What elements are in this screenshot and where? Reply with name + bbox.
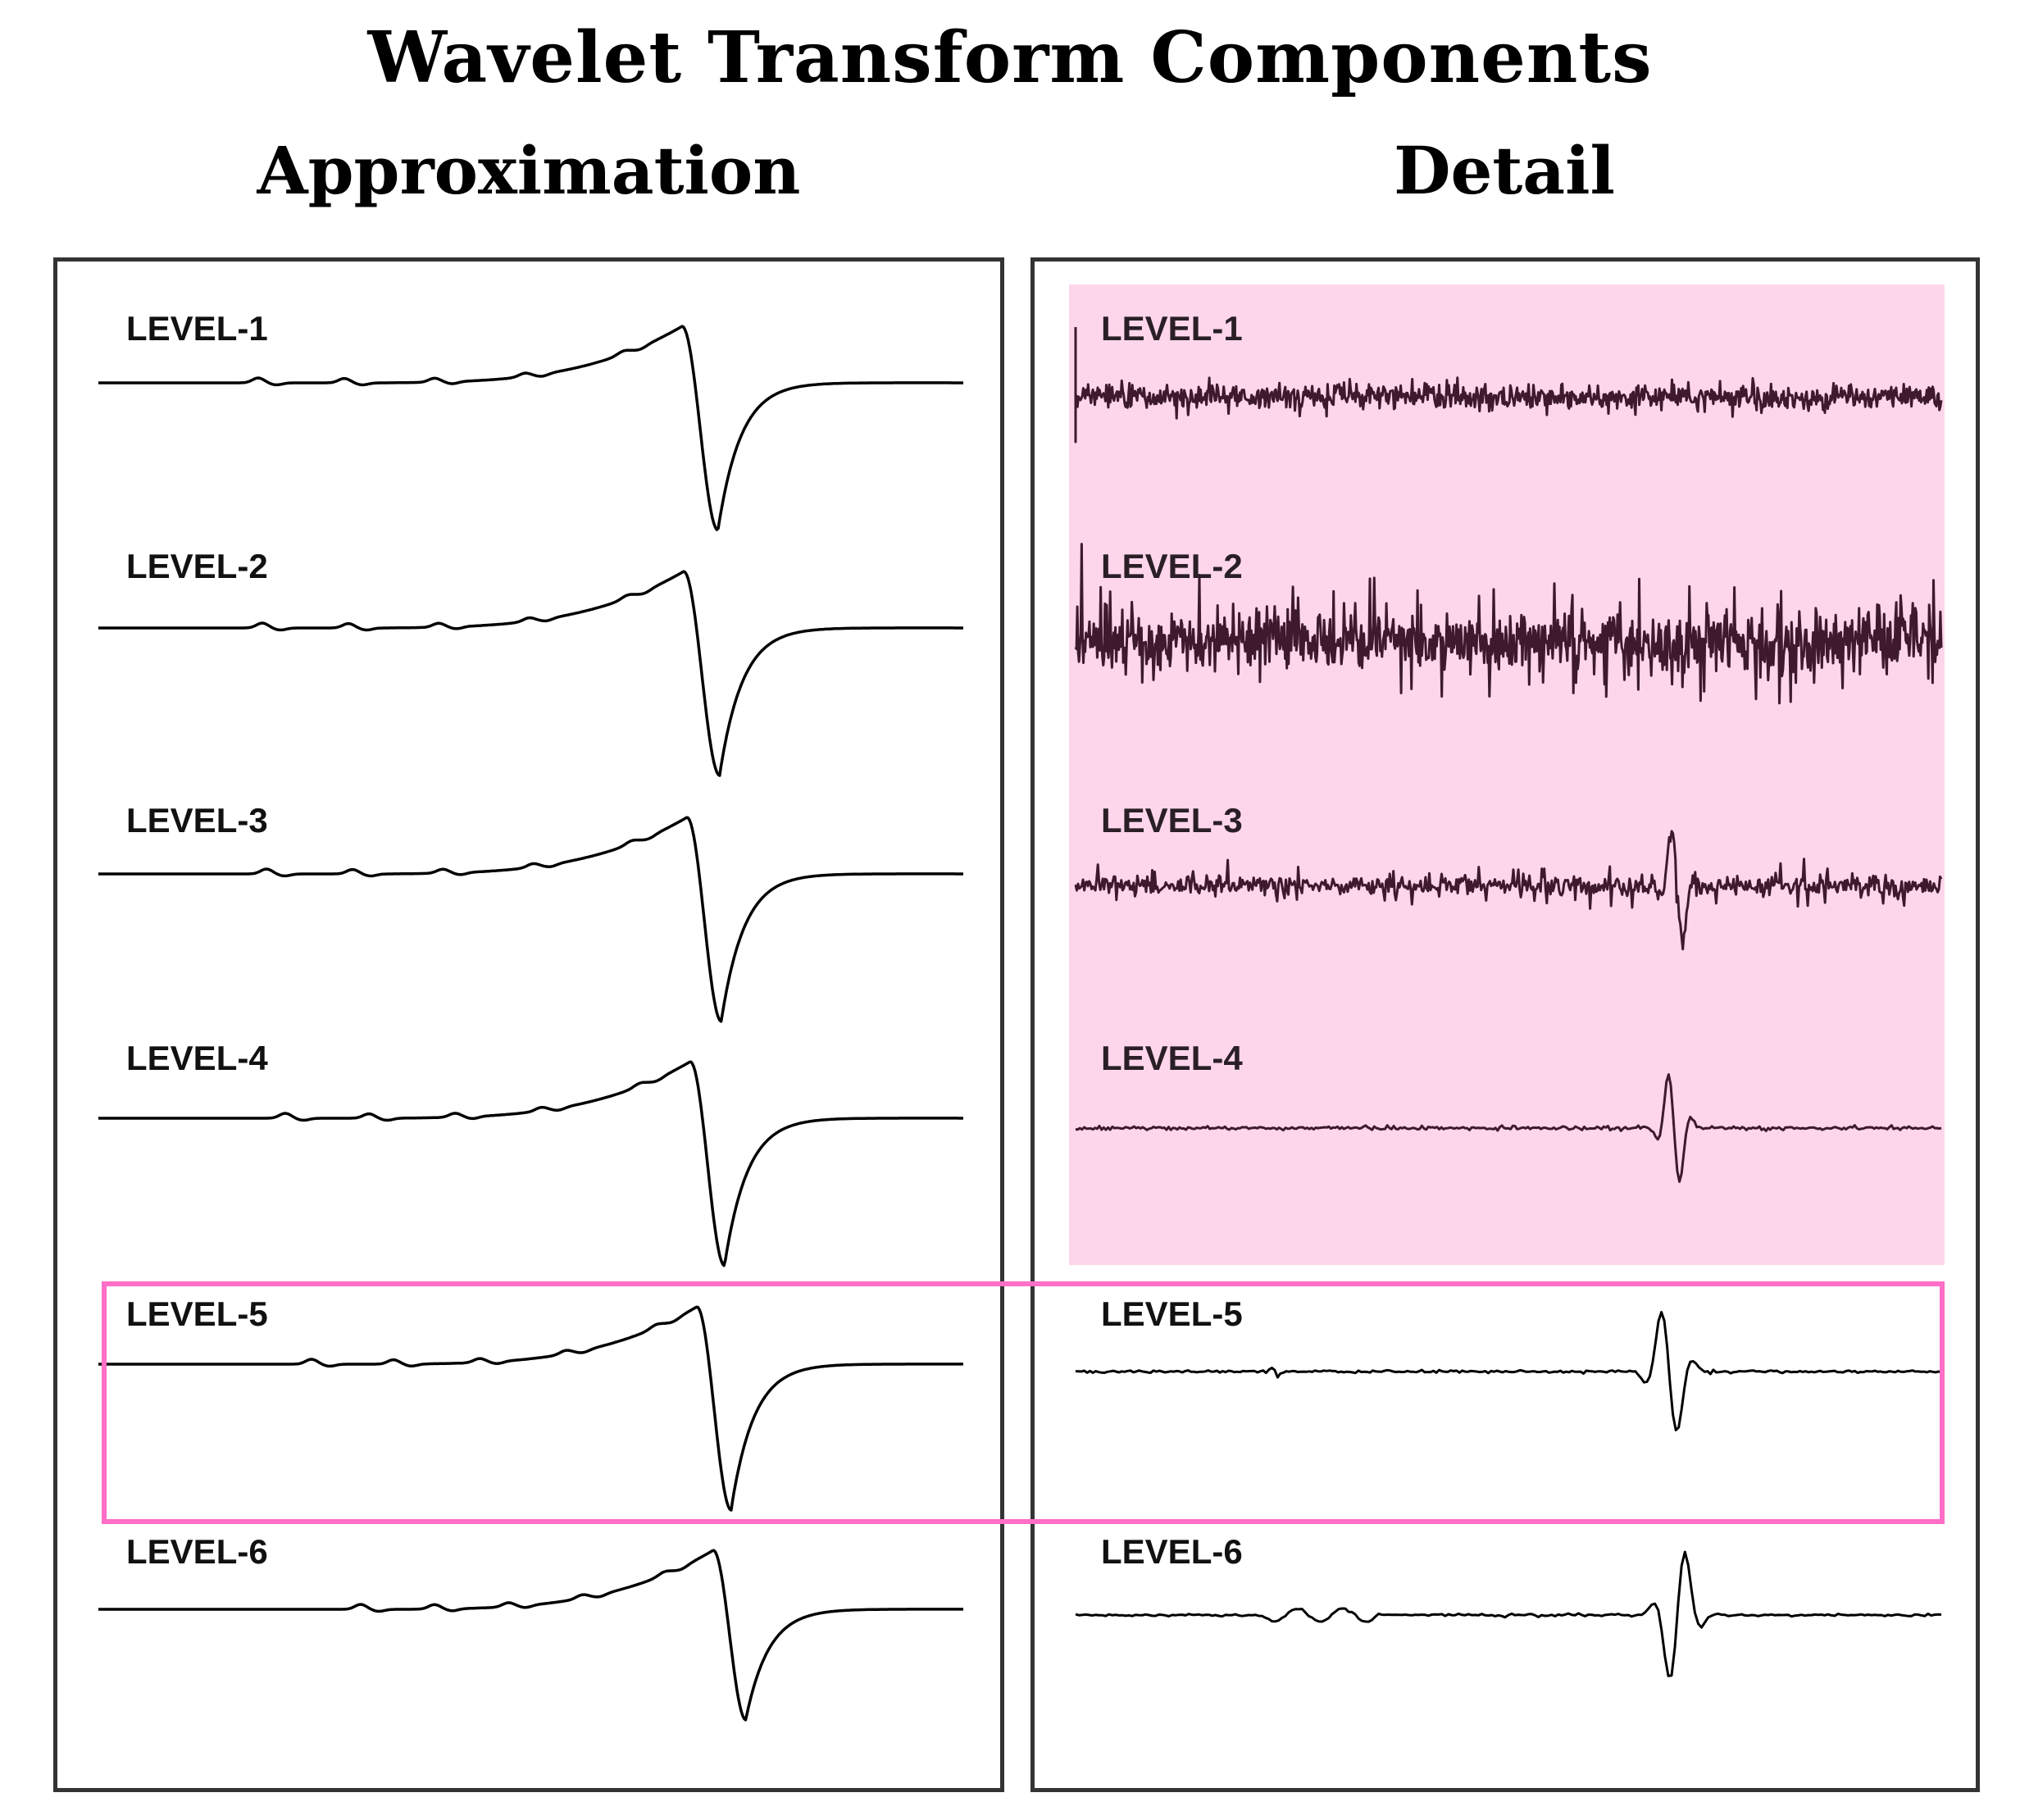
detail-column-heading: Detail [1394,132,1615,209]
approximation-column-heading: Approximation [257,132,801,209]
detail-level-6-trace [1075,1550,1942,1677]
detail-level-1-label: LEVEL-1 [1101,309,1243,348]
detail-level-2-trace [1074,543,1943,705]
approx-level-4-label: LEVEL-4 [126,1039,268,1077]
level-5-highlight-box [102,1281,1945,1524]
approx-level-2-trace [98,570,963,777]
detail-level-3-label: LEVEL-3 [1101,801,1243,839]
approx-level-3-trace [98,816,963,1023]
detail-level-6-label: LEVEL-6 [1101,1532,1243,1571]
detail-level-1-trace [1074,327,1943,444]
detail-level-5-label: LEVEL-5 [1101,1294,1243,1333]
detail-level-2-label: LEVEL-2 [1101,547,1243,585]
detail-panel [1030,257,1980,1792]
approx-level-4-trace [98,1060,963,1267]
detail-level-4-trace [1075,1073,1942,1183]
approximation-panel [53,257,1004,1792]
approx-level-6-label: LEVEL-6 [126,1532,268,1571]
approx-level-1-label: LEVEL-1 [126,309,268,348]
approx-level-5-trace [98,1305,963,1512]
detail-level-4-label: LEVEL-4 [1101,1039,1243,1077]
detail-level-3-trace [1074,830,1943,951]
approx-level-5-label: LEVEL-5 [126,1294,268,1333]
approx-level-1-trace [98,325,963,531]
detail-level-5-trace [1075,1311,1942,1431]
approx-level-3-label: LEVEL-3 [126,801,268,839]
detail-highlight-region [1069,284,1945,1265]
approx-level-2-label: LEVEL-2 [126,547,268,585]
approx-level-6-trace [98,1549,963,1722]
figure-title: Wavelet Transform Components [367,16,1653,99]
